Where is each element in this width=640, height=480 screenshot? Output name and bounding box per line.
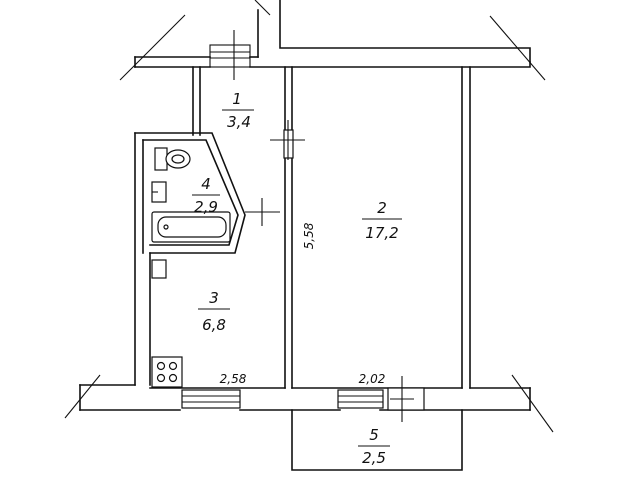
room-4-area: 2,9 [194, 198, 218, 216]
room2-right-wall [461, 66, 471, 389]
partition-wall [270, 66, 305, 389]
room-window [337, 389, 384, 409]
room-3-number: 3 [209, 289, 219, 307]
room-2-area: 17,2 [365, 224, 398, 242]
room-1-area: 3,4 [227, 113, 251, 131]
bathtub-icon [151, 211, 231, 243]
break-lines [64, 0, 554, 433]
washbasin-icon [151, 181, 167, 203]
room-2-number: 2 [377, 199, 387, 217]
toilet-icon [154, 147, 191, 171]
left-exterior-wall [134, 132, 151, 386]
room-4-label: 4 2,9 [192, 175, 220, 216]
room-5-label: 5 2,5 [358, 426, 390, 467]
hall-walls [192, 66, 201, 136]
room-2-length-dimension: 5,58 [302, 222, 316, 249]
room-3-label: 3 6,8 [198, 289, 230, 334]
top-exterior-wall [134, 0, 531, 80]
room-5-area: 2,5 [362, 449, 386, 467]
room-window-dimension: 2,02 [359, 372, 386, 386]
kitchen-sink-icon [151, 259, 167, 279]
room-3-area: 6,8 [202, 316, 226, 334]
room-5-number: 5 [369, 426, 379, 444]
room-2-label: 2 17,2 [362, 199, 402, 242]
stove-icon [151, 356, 183, 388]
balcony [291, 409, 463, 471]
kitchen-window [181, 389, 241, 409]
bottom-exterior-wall [79, 384, 531, 411]
room-1-number: 1 [232, 90, 242, 108]
kitchen-window-dimension: 2,58 [220, 372, 247, 386]
bathroom-walls [134, 132, 280, 254]
balcony-door [387, 376, 425, 422]
room-4-number: 4 [201, 175, 211, 193]
room-1-label: 1 3,4 [222, 90, 254, 131]
